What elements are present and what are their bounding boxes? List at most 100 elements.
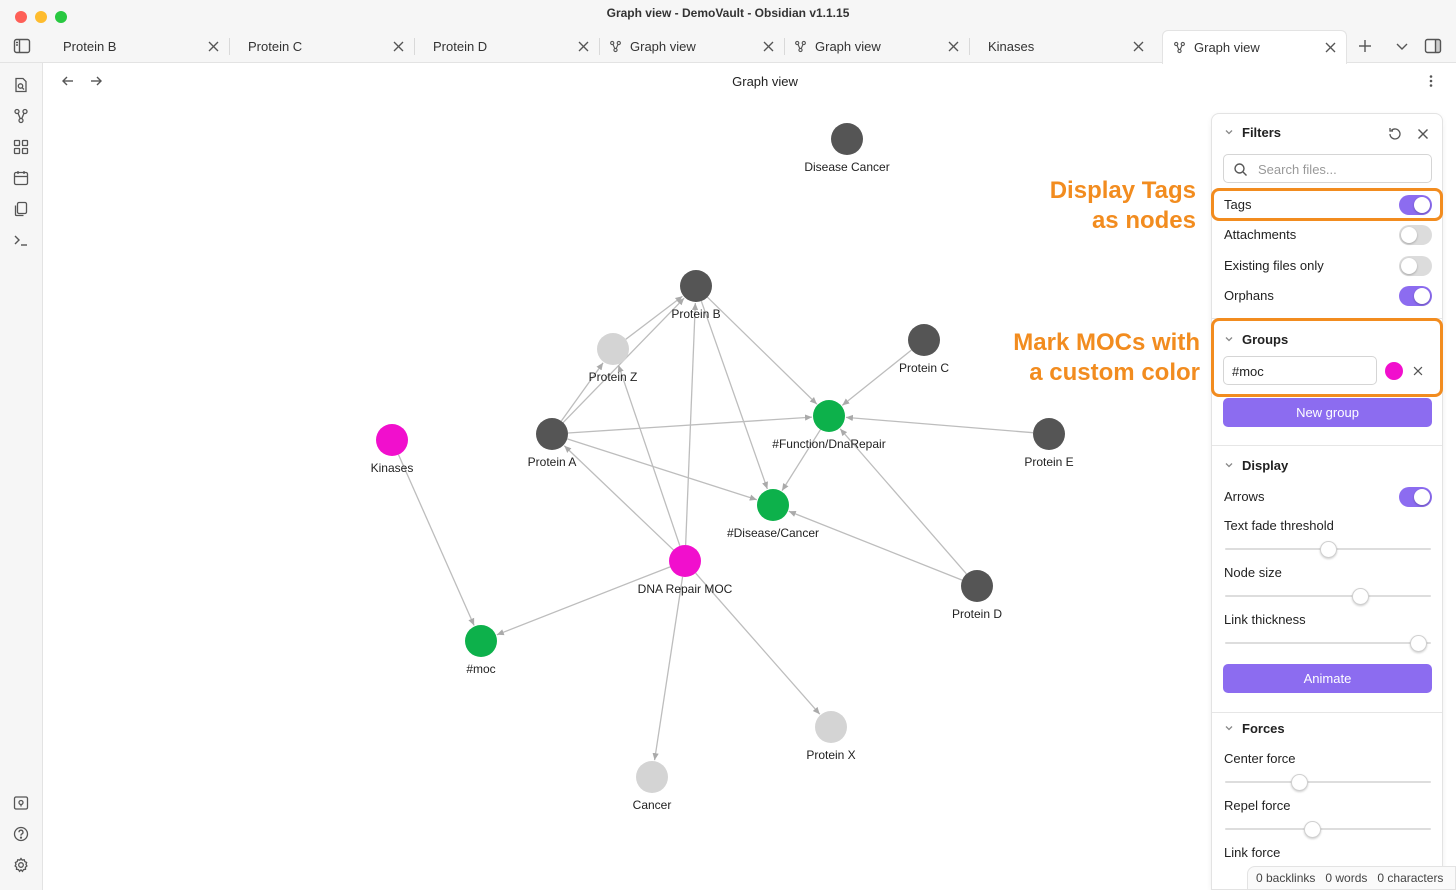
graph-node-circle[interactable] (536, 418, 568, 450)
graph-node-label: Protein A (528, 455, 577, 469)
node-size-slider[interactable] (1225, 588, 1431, 605)
filter-toggle[interactable] (1399, 225, 1432, 245)
graph-node-circle[interactable] (636, 761, 668, 793)
graph-node-circle[interactable] (597, 333, 629, 365)
display-section-header[interactable]: Display (1224, 455, 1288, 475)
vault-switcher-icon[interactable] (12, 794, 30, 812)
graph-node-circle[interactable] (376, 424, 408, 456)
tab-5[interactable]: Kinases (969, 30, 1154, 63)
groups-section-header[interactable]: Groups (1224, 329, 1288, 349)
graph-node-label: Protein C (899, 361, 949, 375)
graph-node-circle[interactable] (680, 270, 712, 302)
quick-switcher-icon[interactable] (12, 76, 30, 94)
repel-force-slider[interactable] (1225, 821, 1431, 838)
settings-gear-icon[interactable] (12, 856, 30, 874)
link-thickness-slider[interactable] (1225, 635, 1431, 652)
graph-node-protein-e[interactable]: Protein E (1024, 418, 1074, 469)
graph-node-circle[interactable] (961, 570, 993, 602)
more-options-icon[interactable] (1424, 74, 1438, 88)
canvas-icon[interactable] (12, 138, 30, 156)
graph-node-protein-c[interactable]: Protein C (899, 324, 949, 375)
tab-label: Graph view (1194, 40, 1260, 55)
tab-close-icon[interactable] (392, 40, 405, 53)
tab-2[interactable]: Protein D (414, 30, 599, 63)
tab-close-icon[interactable] (1132, 40, 1145, 53)
minimize-window-button[interactable] (35, 11, 47, 23)
remove-group-close-icon[interactable] (1411, 364, 1425, 378)
filter-toggle[interactable] (1399, 195, 1432, 215)
tab-0[interactable]: Protein B (44, 30, 229, 63)
tab-close-icon[interactable] (947, 40, 960, 53)
graph-view-icon[interactable] (12, 107, 30, 125)
slider-thumb[interactable] (1304, 821, 1321, 838)
animate-button[interactable]: Animate (1223, 664, 1432, 693)
tab-label: Graph view (630, 39, 696, 54)
graph-node-circle[interactable] (1033, 418, 1065, 450)
close-window-button[interactable] (15, 11, 27, 23)
filter-toggle[interactable] (1399, 256, 1432, 276)
graph-node-function-dnarepair[interactable]: #Function/DnaRepair (772, 400, 886, 451)
zoom-window-button[interactable] (55, 11, 67, 23)
graph-node-disease-cancer[interactable]: Disease Cancer (804, 123, 890, 174)
right-sidebar-toggle-icon[interactable] (1423, 36, 1443, 56)
calendar-icon[interactable] (12, 169, 30, 187)
center-force-slider[interactable] (1225, 774, 1431, 791)
command-palette-icon[interactable] (12, 231, 30, 249)
graph-node-protein-d[interactable]: Protein D (952, 570, 1002, 621)
group-color-picker[interactable] (1385, 362, 1403, 380)
new-group-button[interactable]: New group (1223, 398, 1432, 427)
graph-node-disease-cancer-tag[interactable]: #Disease/Cancer (727, 489, 819, 540)
backlinks-count[interactable]: 0 backlinks (1256, 871, 1316, 885)
close-icon[interactable] (1415, 126, 1431, 142)
graph-edge (706, 296, 818, 405)
tab-close-icon[interactable] (577, 40, 590, 53)
graph-node-circle[interactable] (669, 545, 701, 577)
help-icon[interactable] (12, 825, 30, 843)
tab-close-icon[interactable] (762, 40, 775, 53)
left-sidebar-toggle-icon[interactable] (12, 36, 32, 56)
graph-node-circle[interactable] (908, 324, 940, 356)
templates-copy-icon[interactable] (12, 200, 30, 218)
filters-section-header[interactable]: Filters (1224, 122, 1281, 142)
slider-thumb[interactable] (1320, 541, 1337, 558)
tab-close-icon[interactable] (207, 40, 220, 53)
slider-thumb[interactable] (1352, 588, 1369, 605)
arrows-toggle[interactable] (1399, 487, 1432, 507)
chevron-down-icon (1225, 463, 1233, 468)
back-arrow-icon[interactable] (61, 74, 75, 88)
graph-node-protein-z[interactable]: Protein Z (589, 333, 638, 384)
forces-section-header[interactable]: Forces (1224, 718, 1285, 738)
slider-thumb[interactable] (1410, 635, 1427, 652)
tab-4[interactable]: Graph view (784, 30, 969, 63)
tab-6[interactable]: Graph view (1162, 30, 1347, 64)
graph-node-protein-b[interactable]: Protein B (671, 270, 721, 321)
graph-node-protein-x[interactable]: Protein X (806, 711, 856, 762)
slider-track (1225, 781, 1431, 783)
graph-node-protein-a[interactable]: Protein A (528, 418, 577, 469)
forces-title: Forces (1242, 720, 1285, 736)
forward-arrow-icon[interactable] (89, 74, 103, 88)
new-tab-icon[interactable] (1357, 38, 1373, 54)
graph-node-circle[interactable] (757, 489, 789, 521)
restore-defaults-icon[interactable] (1387, 126, 1403, 142)
graph-node-circle[interactable] (815, 711, 847, 743)
tab-list-chevron-down-icon[interactable] (1394, 38, 1410, 54)
tab-1[interactable]: Protein C (229, 30, 414, 63)
filter-toggle[interactable] (1399, 286, 1432, 306)
graph-node-circle[interactable] (813, 400, 845, 432)
graph-node-cancer[interactable]: Cancer (633, 761, 672, 812)
graph-node-dna-repair-moc[interactable]: DNA Repair MOC (638, 545, 733, 596)
graph-node-moc-tag[interactable]: #moc (465, 625, 497, 676)
text-fade-threshold-slider[interactable] (1225, 541, 1431, 558)
tab-close-icon[interactable] (1324, 41, 1337, 54)
chevron-down-icon (1225, 130, 1233, 135)
slider-thumb[interactable] (1291, 774, 1308, 791)
graph-node-kinases[interactable]: Kinases (371, 424, 414, 475)
graph-node-circle[interactable] (465, 625, 497, 657)
search-files-input[interactable] (1258, 160, 1426, 178)
graph-node-circle[interactable] (831, 123, 863, 155)
graph-node-label: Kinases (371, 461, 414, 475)
tab-3[interactable]: Graph view (599, 30, 784, 63)
group-query-input[interactable]: #moc (1223, 356, 1377, 385)
